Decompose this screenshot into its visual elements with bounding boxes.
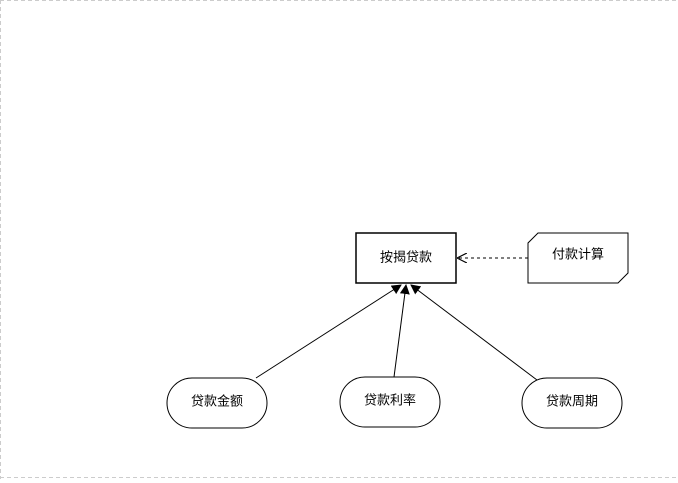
node-loan-rate[interactable]: 贷款利率 — [339, 376, 441, 428]
edge-loan-period-to-mortgage — [410, 284, 538, 381]
node-loan-period-label: 贷款周期 — [546, 395, 598, 410]
node-loan-amount-label: 贷款金额 — [191, 394, 243, 410]
node-mortgage-loan[interactable]: 按揭贷款 — [355, 232, 457, 284]
node-mortgage-loan-label: 按揭贷款 — [380, 251, 432, 266]
edge-loan-amount-to-mortgage — [255, 284, 402, 379]
node-payment-calc[interactable]: 付款计算 — [527, 232, 629, 284]
node-loan-rate-label: 贷款利率 — [364, 393, 416, 409]
node-loan-amount[interactable]: 贷款金额 — [166, 377, 268, 429]
edge-loan-rate-to-mortgage — [393, 284, 410, 378]
node-loan-period[interactable]: 贷款周期 — [521, 377, 623, 429]
node-payment-calc-label: 付款计算 — [552, 248, 604, 263]
